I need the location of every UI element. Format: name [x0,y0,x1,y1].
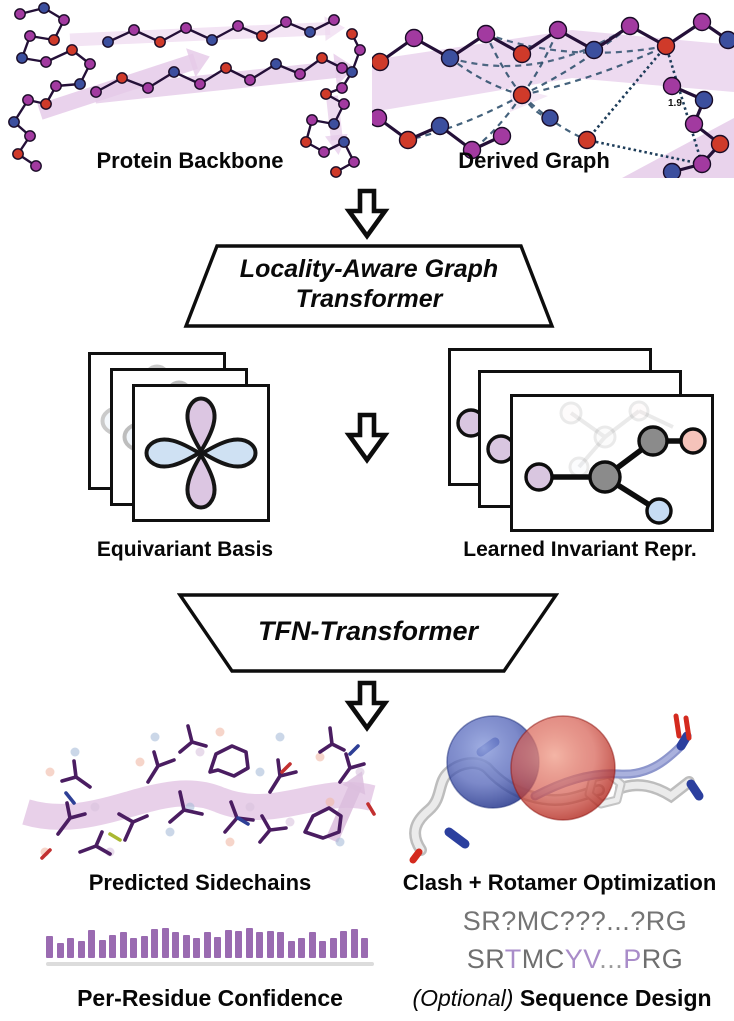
graph-transformer-label-line2: Transformer [295,284,443,313]
sequence-segment: MC [521,944,565,974]
confidence-baseline [46,962,374,966]
clash-sphere-red [510,715,616,821]
confidence-bar [277,932,284,958]
confidence-bar [235,931,242,958]
confidence-bar [224,930,232,958]
confidence-bar [161,928,169,958]
confidence-bar [287,941,295,958]
predicted-sidechains-label: Predicted Sidechains [88,870,312,895]
equivariant-basis-label: Equivariant Basis [96,538,274,561]
confidence-bar [193,938,200,958]
confidence-bar [88,930,95,958]
designed-sequence: SRTMCYV...PRG [420,944,730,975]
invariant-repr-label: Learned Invariant Repr. [463,538,697,561]
tfn-transformer-label: TFN-Transformer [257,616,479,646]
masked-sequence: SR?MC???...?RG [462,906,688,936]
confidence-bar [109,935,116,958]
optional-label: (Optional) [412,985,514,1011]
trapezoid-shape [176,593,560,673]
confidence-bar [350,929,358,958]
confidence-bar [151,929,158,958]
trapezoid-shape [183,244,555,328]
sequence-segment: RG [641,944,684,974]
confidence-bar [308,932,316,958]
confidence-bar [77,941,85,958]
confidence-bar [298,938,305,958]
repr-card-front [510,394,714,532]
confidence-bar [172,932,179,958]
confidence-bar [98,940,106,958]
confidence-bar [140,936,148,958]
confidence-bar [329,938,337,958]
confidence-bar [67,938,74,958]
basis-card-front [132,384,270,522]
protein-backbone-label: Protein Backbone [96,148,284,173]
confidence-bars [46,926,376,958]
protein-backbone-illustration [8,2,366,178]
tfn-transformer-block: TFN-Transformer [176,592,560,674]
distance-label: 1.9 [668,98,682,109]
equivariant-basis-stack [88,352,270,522]
confidence-bar [182,935,190,958]
graph-transformer-block: Locality-Aware Graph Transformer [183,243,555,329]
confidence-bar [245,928,253,958]
confidence-bar [256,932,263,958]
down-arrow-icon [344,412,390,464]
predicted-sidechains-illustration [22,724,376,860]
confidence-bar [46,936,53,958]
confidence-bar [319,941,326,958]
sequence-segment: P [623,944,642,974]
sequence-design-label: (Optional) Sequence Design [390,985,734,1012]
sequence-segment: ... [599,944,624,974]
per-residue-confidence-label: Per-Residue Confidence [77,985,343,1011]
sequence-design-text: Sequence Design [519,985,712,1011]
down-arrow-icon [344,188,390,240]
clash-rotamer-label: Clash + Rotamer Optimization [402,870,717,895]
confidence-bar [119,932,127,958]
graph-transformer-label-line1: Locality-Aware Graph [239,255,499,283]
confidence-bar [130,938,137,958]
confidence-bar [361,938,368,958]
confidence-bar [340,931,347,958]
invariant-repr-stack [448,348,714,532]
orbital-icon [144,396,258,510]
confidence-bar [214,937,221,958]
clash-rotamer-illustration [409,713,704,864]
confidence-bar [203,932,211,958]
sequence-segment: T [504,944,522,974]
derived-graph-illustration: 1.9 [372,12,734,178]
confidence-bar [56,943,64,958]
confidence-bar [266,931,274,958]
graph-icon [524,400,707,525]
sequence-segment: SR [466,944,505,974]
derived-graph-label: Derived Graph [458,148,610,173]
sequence-segment: YV [564,944,600,974]
